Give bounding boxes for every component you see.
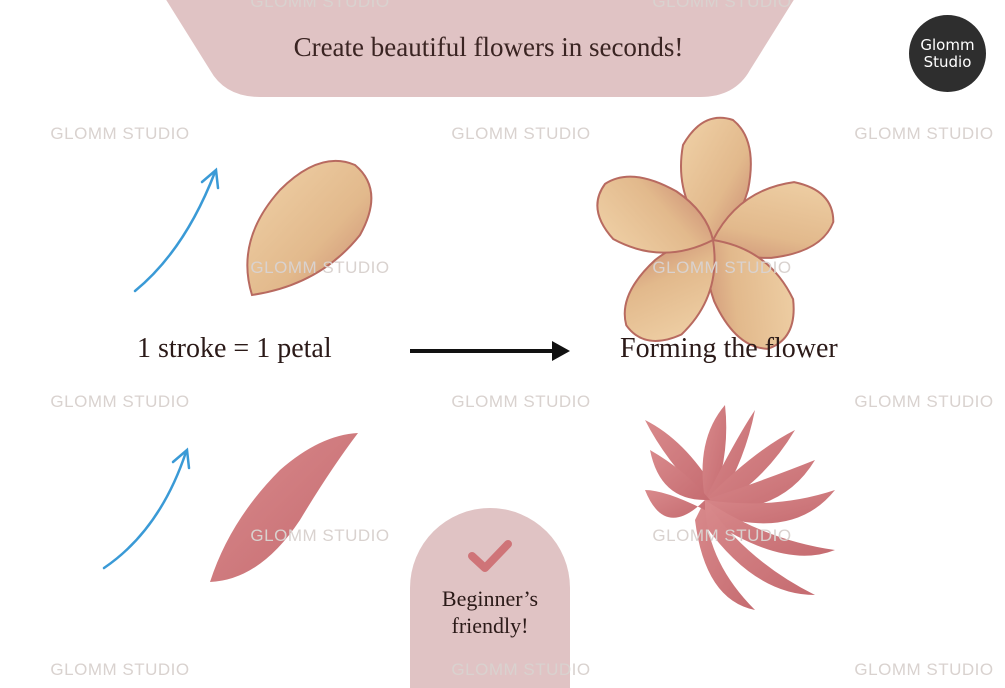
watermark: GLOMM STUDIO — [50, 660, 190, 679]
watermark: GLOMM STUDIO — [652, 258, 792, 277]
watermark: GLOMM STUDIO — [451, 124, 591, 143]
watermark: GLOMM STUDIO — [451, 660, 591, 679]
check-icon — [468, 540, 512, 572]
illustrations — [102, 116, 842, 610]
watermark: GLOMM STUDIO — [50, 392, 190, 411]
watermark: GLOMM STUDIO — [854, 660, 994, 679]
rose-flower — [645, 405, 835, 610]
watermark: GLOMM STUDIO — [854, 392, 994, 411]
cream-petal — [246, 159, 373, 297]
right-arrow-icon — [410, 341, 570, 361]
watermark: GLOMM STUDIO — [451, 392, 591, 411]
flower-caption: Forming the flower — [620, 333, 838, 364]
watermark: GLOMM STUDIO — [652, 0, 792, 11]
badge-line1: Beginner’s — [441, 586, 539, 611]
rose-petal — [210, 433, 358, 582]
watermark: GLOMM STUDIO — [250, 0, 390, 11]
stroke-caption: 1 stroke = 1 petal — [137, 333, 332, 364]
stroke-arrow-icon-top — [133, 167, 220, 293]
stroke-arrow-icon-bottom — [102, 447, 191, 570]
watermark: GLOMM STUDIO — [652, 526, 792, 545]
watermark: GLOMM STUDIO — [50, 124, 190, 143]
headline: Create beautiful flowers in seconds! — [293, 32, 684, 62]
watermark: GLOMM STUDIO — [250, 258, 390, 277]
cream-flower — [585, 116, 842, 363]
header-banner — [166, 0, 794, 97]
badge-line2: friendly! — [451, 613, 529, 638]
watermark: GLOMM STUDIO — [854, 124, 994, 143]
watermark: GLOMM STUDIO — [250, 526, 390, 545]
